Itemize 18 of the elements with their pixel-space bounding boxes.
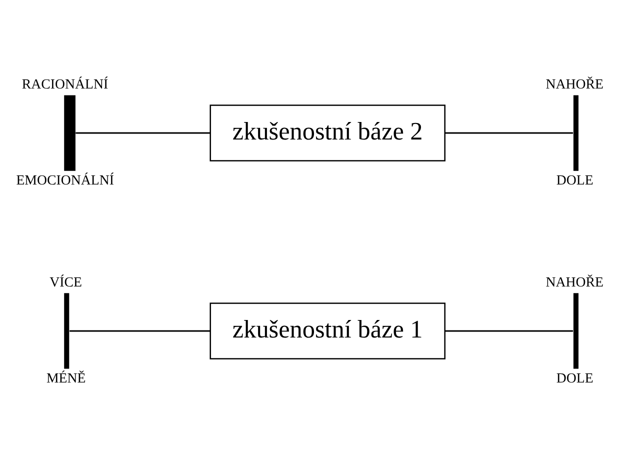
node-label: MÉNĚ: [46, 370, 86, 385]
node-bar: [64, 94, 76, 170]
node-label: DOLE: [556, 172, 594, 187]
node-bar: [64, 292, 70, 368]
connector: [76, 132, 210, 134]
connector: [444, 330, 574, 332]
node-bar: [573, 94, 578, 170]
node-label: NAHOŘE: [546, 274, 604, 290]
node-label: NAHOŘE: [546, 76, 604, 92]
connector: [70, 330, 210, 332]
connector: [444, 132, 574, 134]
node-label: DOLE: [556, 370, 594, 385]
node-box: zkušenostní báze 2: [210, 104, 446, 161]
node-box: zkušenostní báze 1: [210, 302, 446, 359]
node-label: EMOCIONÁLNÍ: [16, 172, 114, 187]
node-bar: [573, 292, 578, 368]
node-label: RACIONÁLNÍ: [22, 76, 108, 92]
node-label: VÍCE: [50, 274, 82, 290]
